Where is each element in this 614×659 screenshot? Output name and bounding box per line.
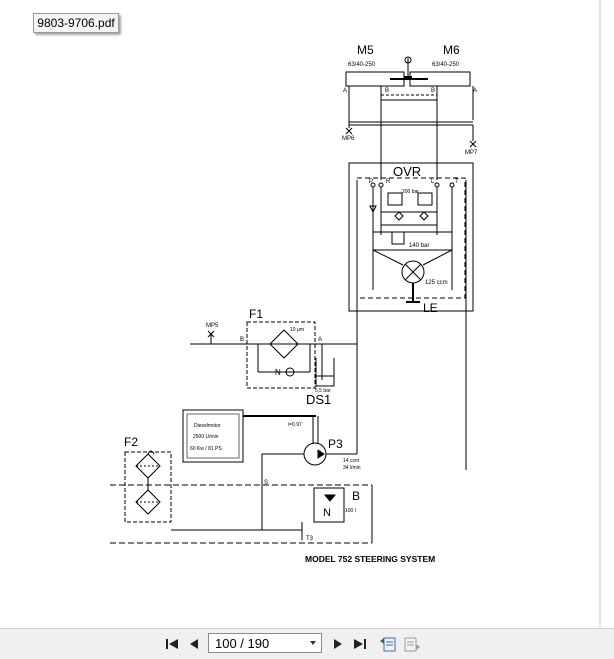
tank-box: [313, 487, 345, 523]
f1-port-b: B: [240, 337, 244, 343]
filter-f2-label: F2: [124, 435, 138, 449]
previous-page-icon[interactable]: [184, 634, 204, 654]
port-a-right: A: [473, 88, 477, 94]
filter-f2-box: [124, 451, 172, 523]
port-p: P: [369, 179, 373, 185]
last-page-icon[interactable]: [350, 634, 370, 654]
tank-b-label: B: [352, 489, 360, 503]
navigation-toolbar: 100 / 190: [0, 628, 614, 659]
document-viewport: M5 M6 63/40-250 63/40-250 A B B A MP6 MP…: [33, 0, 601, 628]
engine-box: [182, 409, 244, 463]
page-indicator: 100 / 190: [215, 636, 270, 651]
micron-label: 10 μm: [290, 327, 304, 333]
ds1-spec: 5,5 bar: [315, 388, 331, 394]
first-page-icon[interactable]: [162, 634, 182, 654]
port-s: S: [264, 480, 268, 486]
ds1-label: DS1: [306, 392, 331, 407]
page-number-field[interactable]: 100 / 190: [208, 633, 322, 653]
filter-f1-label: F1: [249, 307, 263, 321]
gear-ratio: i=0.97: [288, 422, 302, 428]
engine-rpm: 2500 U/min: [193, 434, 219, 440]
tank-volume: 100 l: [345, 508, 356, 514]
f1-port-a: A: [318, 337, 322, 343]
le-label: LE: [423, 301, 438, 315]
displacement-label: 125 ccm: [425, 280, 448, 286]
engine-power: 60 Kw / 81 PS: [190, 446, 222, 452]
hydraulic-schematic: M5 M6 63/40-250 63/40-250 A B B A MP6 MP…: [110, 0, 601, 628]
pressure-200-label: 200 bar: [402, 189, 419, 195]
port-a-left: A: [343, 88, 347, 94]
mp6-label: MP6: [342, 136, 355, 142]
file-name-tag: 9803-9706.pdf: [33, 13, 119, 33]
filter-f1-box: [246, 321, 316, 389]
ovr-label: OVR: [393, 164, 421, 179]
port-b-right: B: [431, 88, 435, 94]
engine-name: Dieselmotor: [194, 423, 221, 429]
motor-m5-label: M5: [357, 43, 374, 57]
ovr-outer-frame: [348, 162, 474, 312]
cylinder-spec-right: 63/40-250: [432, 62, 460, 68]
mp5-label: MP5: [206, 323, 219, 329]
motor-m6-label: M6: [443, 43, 460, 57]
cylinder-spec-left: 63/40-250: [348, 62, 376, 68]
port-r: R: [386, 179, 391, 185]
port-b-left: B: [385, 88, 389, 94]
port-t: T: [455, 179, 459, 185]
next-page-icon[interactable]: [328, 634, 348, 654]
previous-view-icon[interactable]: [378, 634, 398, 654]
tank-n: N: [323, 507, 331, 519]
drawing-caption: MODEL 752 STEERING SYSTEM: [305, 554, 435, 564]
tank-port-t3: T3: [306, 536, 314, 542]
next-view-icon[interactable]: [402, 634, 422, 654]
pump-p3-label: P3: [328, 437, 343, 451]
pump-displacement: 14 ccm: [343, 458, 359, 464]
pump-flow: 34 l/min: [343, 465, 361, 471]
check-valve-n: N: [275, 368, 281, 377]
port-l: L: [431, 179, 435, 185]
pressure-140-label: 140 bar: [409, 243, 429, 249]
mp7-label: MP7: [465, 150, 478, 156]
filter-element-icon: [269, 329, 299, 359]
chevron-down-icon[interactable]: [305, 634, 321, 652]
